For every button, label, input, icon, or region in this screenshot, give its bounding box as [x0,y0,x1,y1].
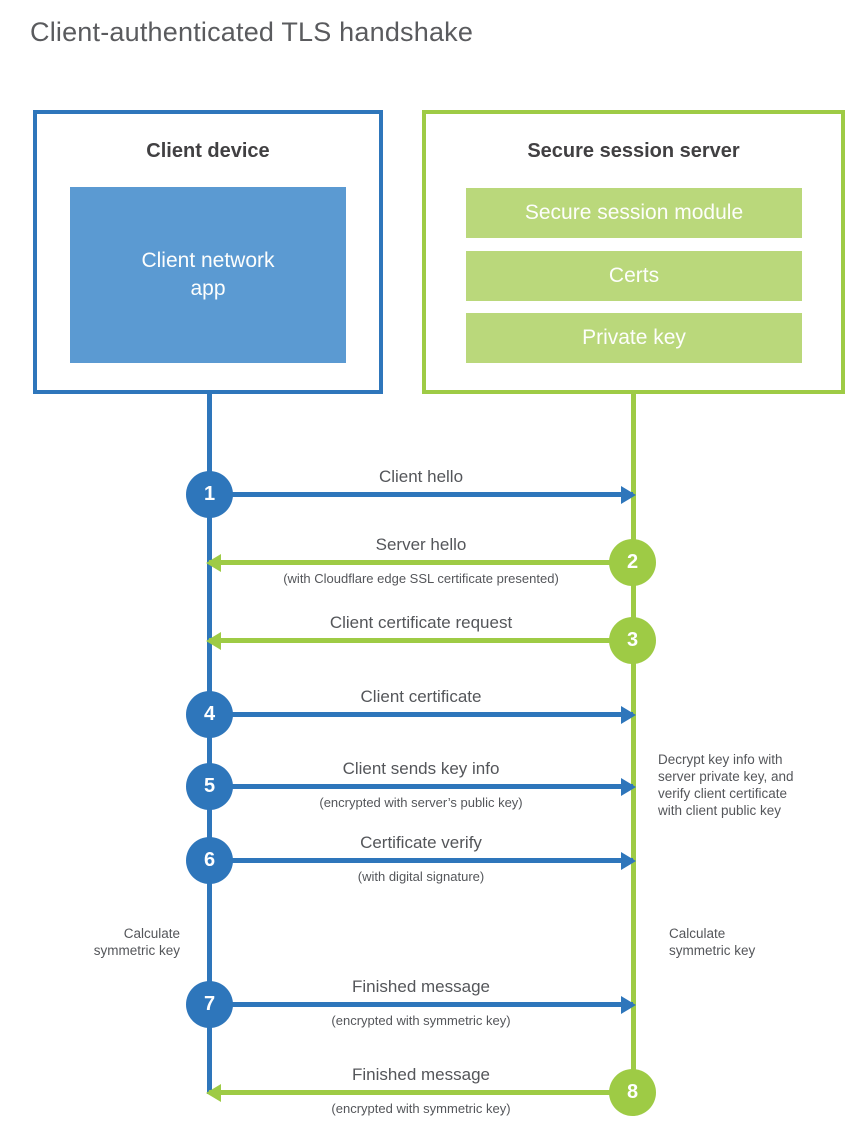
step-label: Certificate verify [360,833,482,852]
step-number-badge: 5 [186,763,233,810]
arrow-right-icon [621,777,636,796]
step-7-finished-message: Finished message (encrypted with symmetr… [186,977,636,1028]
client-network-app-box: Client network app [70,187,346,363]
secure-session-server-title: Secure session server [527,140,740,162]
decrypt-key-info-note: Decrypt key info with server private key… [658,752,794,818]
step-number-badge: 3 [609,617,656,664]
step-number-badge: 1 [186,471,233,518]
step-4-client-certificate: Client certificate 4 [186,687,636,738]
arrow-right-icon [621,485,636,504]
server-module-certs: Certs [466,251,802,301]
step-number-badge: 2 [609,539,656,586]
step-number-badge: 7 [186,981,233,1028]
calculate-symmetric-key-server-note: Calculate symmetric key [669,926,756,958]
server-module-private-key: Private key [466,313,802,363]
calculate-symmetric-key-client-note: Calculate symmetric key [93,926,180,958]
client-device-title: Client device [146,140,270,162]
arrow-right-icon [621,995,636,1014]
step-3-client-certificate-request: Client certificate request 3 [206,613,656,664]
step-2-server-hello: Server hello (with Cloudflare edge SSL c… [206,535,656,586]
step-5-client-sends-key-info: Client sends key info (encrypted with se… [186,759,636,810]
arrow-right-icon [621,851,636,870]
step-number-badge: 8 [609,1069,656,1116]
step-sublabel: (with digital signature) [357,869,485,884]
step-6-certificate-verify: Certificate verify (with digital signatu… [186,833,636,884]
secure-session-server-box: Secure session server Secure session mod… [422,110,845,394]
arrow-left-icon [206,631,221,650]
server-module-secure-session: Secure session module [466,188,802,238]
arrow-left-icon [206,553,221,572]
step-number-badge: 6 [186,837,233,884]
client-device-box: Client device Client network app [33,110,383,394]
step-sublabel: (with Cloudflare edge SSL certificate pr… [283,571,559,586]
step-label: Client sends key info [342,759,500,778]
step-label: Finished message [352,1065,490,1084]
step-label: Server hello [375,535,467,554]
client-network-app-label: Client network app [141,249,275,300]
arrow-left-icon [206,1083,221,1102]
step-label: Client certificate [360,687,482,706]
step-sublabel: (encrypted with symmetric key) [331,1013,511,1028]
page-title: Client-authenticated TLS handshake [30,17,474,47]
step-sublabel: (encrypted with server’s public key) [319,795,523,810]
server-lifeline [631,394,636,1094]
step-label: Client certificate request [329,613,513,632]
step-1-client-hello: Client hello 1 [186,467,636,518]
step-sublabel: (encrypted with symmetric key) [331,1101,511,1116]
client-lifeline [207,394,212,1094]
step-label: Client hello [378,467,464,486]
step-8-finished-message: Finished message (encrypted with symmetr… [206,1065,656,1116]
arrow-right-icon [621,705,636,724]
step-number-badge: 4 [186,691,233,738]
step-label: Finished message [352,977,490,996]
